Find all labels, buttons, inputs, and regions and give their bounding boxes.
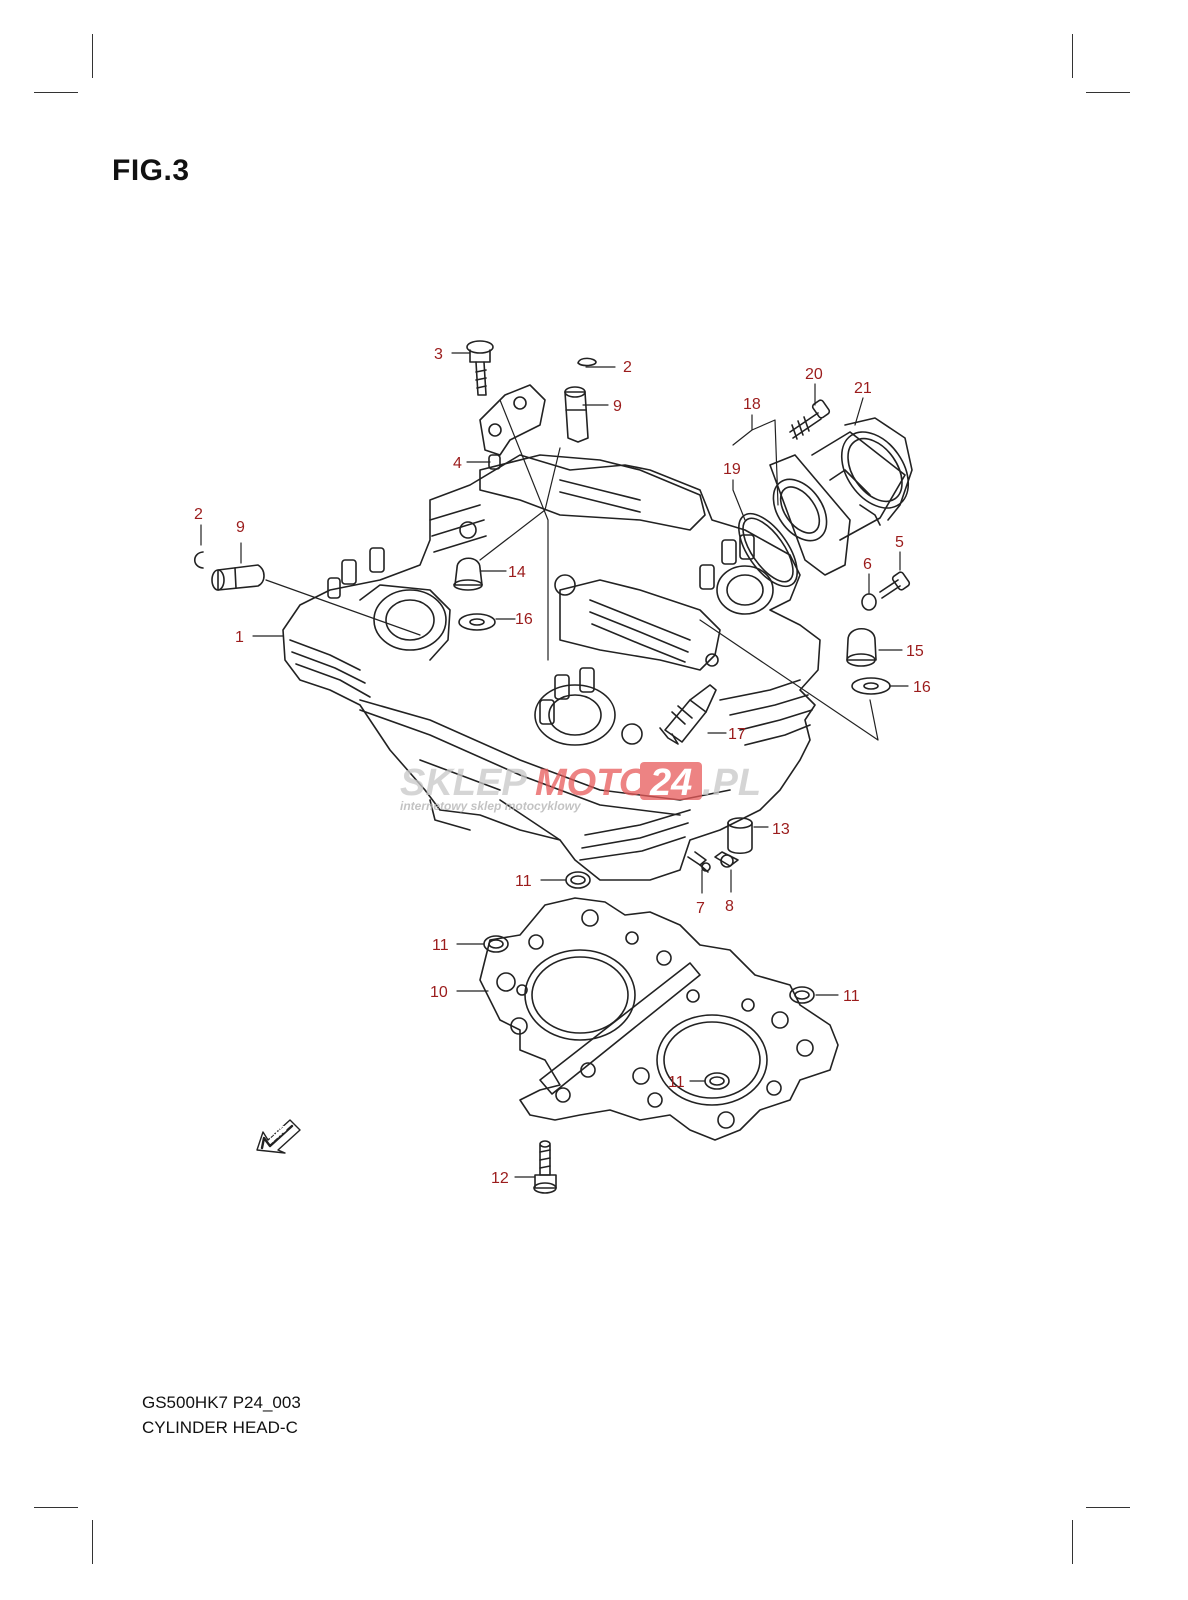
- cylinder-head: [282, 454, 821, 881]
- o-ring-11-a: [565, 871, 591, 889]
- washer-16-left: [458, 613, 496, 631]
- callout-15: 15: [906, 643, 924, 660]
- bolt-8: [714, 851, 739, 868]
- crop-mark-bottom-left-h: [34, 1507, 78, 1508]
- callout-11-d: 11: [668, 1074, 685, 1091]
- callout-9-top: 9: [613, 398, 622, 415]
- callout-7: 7: [696, 900, 705, 917]
- callout-16-left: 16: [515, 611, 533, 628]
- watermark-brand-a: SKLEP: [400, 762, 527, 804]
- callout-9-left: 9: [236, 519, 245, 536]
- screw-20: [789, 399, 831, 440]
- washer-16-right: [851, 677, 891, 695]
- washer-6: [861, 593, 877, 611]
- bolt-5: [879, 571, 911, 599]
- watermark-brand-d: .PL: [702, 762, 761, 804]
- bolt-12: [533, 1140, 557, 1194]
- callout-11-b: 11: [432, 937, 449, 954]
- watermark-brand-b: MOTO: [535, 762, 648, 804]
- watermark: SKLEP MOTO 24 .PL internetowy sklep moto…: [400, 762, 761, 813]
- callout-3: 3: [434, 346, 443, 363]
- callout-6: 6: [863, 556, 872, 573]
- head-gasket: [479, 897, 839, 1141]
- callout-14: 14: [508, 564, 526, 581]
- lifter-9-top: [564, 386, 589, 443]
- callout-2-left: 2: [194, 506, 203, 523]
- lifter-9-left: [211, 564, 265, 591]
- callout-labels: 1 2 2 3 4 5 6 7 8 9 9 10 11 11 11 11 12 …: [194, 346, 931, 1187]
- callout-18: 18: [743, 396, 761, 413]
- intake-pipe: [769, 417, 913, 576]
- bolt-7: [687, 851, 711, 873]
- watermark-brand-c: 24: [649, 762, 692, 804]
- callout-21: 21: [854, 380, 872, 397]
- callout-11-a: 11: [515, 873, 532, 890]
- spark-plug-17: [659, 684, 717, 745]
- crop-mark-top-left-v: [92, 34, 93, 78]
- bolt-3: [466, 340, 494, 396]
- fwd-arrow-icon: FWD: [256, 1119, 301, 1154]
- callout-1: 1: [235, 629, 244, 646]
- callout-4: 4: [453, 455, 462, 472]
- o-ring-11-c: [789, 986, 815, 1004]
- model-code: GS500HK7 P24_003: [142, 1393, 301, 1412]
- callout-11-c: 11: [843, 988, 860, 1005]
- crop-mark-top-right-h: [1086, 92, 1130, 93]
- callout-19: 19: [723, 461, 741, 478]
- crop-mark-bottom-right-h: [1086, 1507, 1130, 1508]
- o-ring-19: [738, 512, 798, 588]
- cap-nut-15: [846, 627, 877, 667]
- assembly-name: CYLINDER HEAD-C: [142, 1418, 298, 1437]
- crop-mark-top-right-v: [1072, 34, 1073, 78]
- crop-mark-bottom-left-v: [92, 1520, 93, 1564]
- callout-20: 20: [805, 366, 823, 383]
- clip-2-top: [577, 357, 597, 367]
- callout-12: 12: [491, 1170, 509, 1187]
- callout-13: 13: [772, 821, 790, 838]
- callout-16-right: 16: [913, 679, 931, 696]
- crop-mark-top-left-h: [34, 92, 78, 93]
- callout-8: 8: [725, 898, 734, 915]
- cam-holder: [479, 384, 546, 456]
- watermark-tagline: internetowy sklep motocyklowy: [400, 799, 582, 813]
- callout-5: 5: [895, 534, 904, 551]
- callout-17: 17: [728, 726, 746, 743]
- leader-lines: [200, 352, 909, 1178]
- callout-2-top: 2: [623, 359, 632, 376]
- cap-nut-14: [453, 557, 483, 591]
- fwd-label: FWD: [267, 1123, 290, 1144]
- dowel-13: [727, 817, 753, 855]
- clip-2-left: [193, 551, 204, 569]
- crop-mark-bottom-right-v: [1072, 1520, 1073, 1564]
- figure-title: FIG.3: [112, 154, 190, 187]
- o-ring-11-d: [704, 1072, 730, 1090]
- callout-10: 10: [430, 984, 448, 1001]
